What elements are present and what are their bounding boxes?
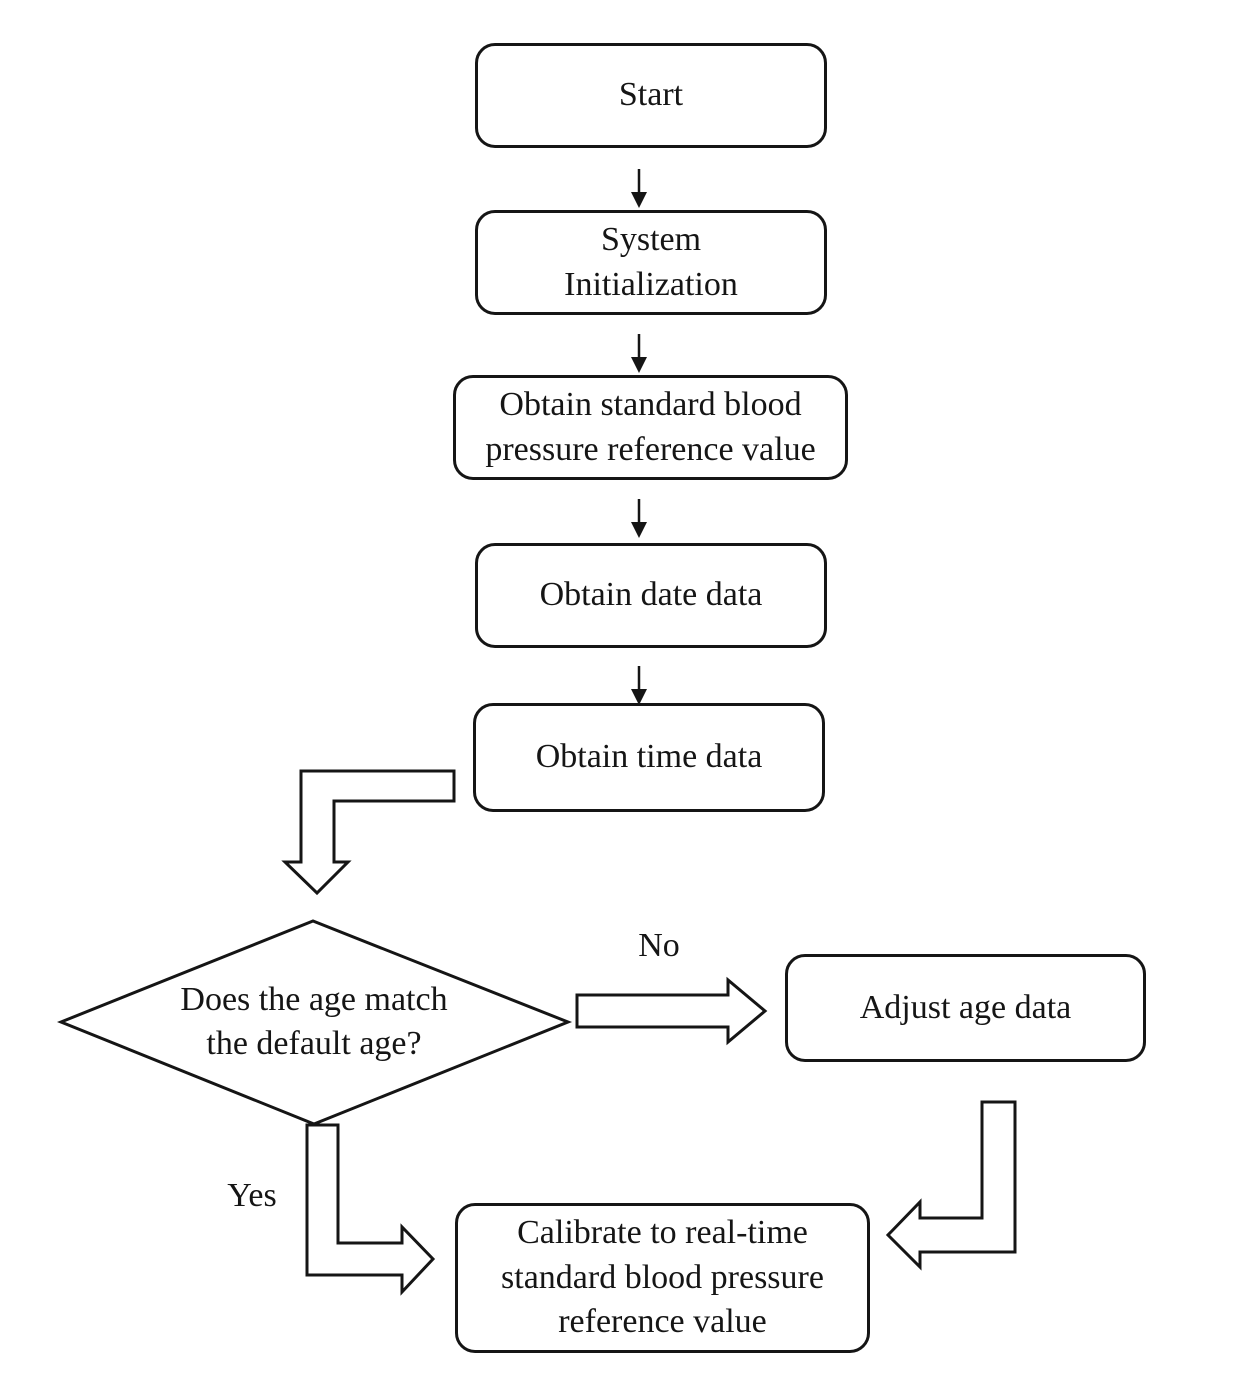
decision-diamond-shape	[56, 919, 573, 1126]
hollow-arrow-time-to-decision	[281, 769, 456, 896]
hollow-arrow-no-branch	[575, 976, 768, 1046]
node-adjust-age-data: Adjust age data	[785, 954, 1146, 1062]
hollow-arrow-adjust-to-calibrate	[885, 1100, 1017, 1271]
node-calibrate-reference: Calibrate to real-time standard blood pr…	[455, 1203, 870, 1353]
decision-diamond-label: Does the age match the default age?	[180, 980, 448, 1062]
node-obtain-date-data: Obtain date data	[475, 543, 827, 648]
node-obtain-standard-bp-reference: Obtain standard blood pressure reference…	[453, 375, 848, 480]
edge-label-yes: Yes	[227, 1176, 277, 1214]
node-system-initialization: System Initialization	[475, 210, 827, 315]
edge-label-no: No	[638, 926, 680, 964]
hollow-arrow-yes-branch	[305, 1123, 436, 1296]
node-start: Start	[475, 43, 827, 148]
arrow-system-to-obtain-bp	[631, 334, 647, 373]
arrow-obtain-bp-to-date	[631, 499, 647, 538]
arrow-start-to-system	[631, 169, 647, 208]
arrow-date-to-time	[631, 666, 647, 705]
node-obtain-time-data: Obtain time data	[473, 703, 825, 812]
